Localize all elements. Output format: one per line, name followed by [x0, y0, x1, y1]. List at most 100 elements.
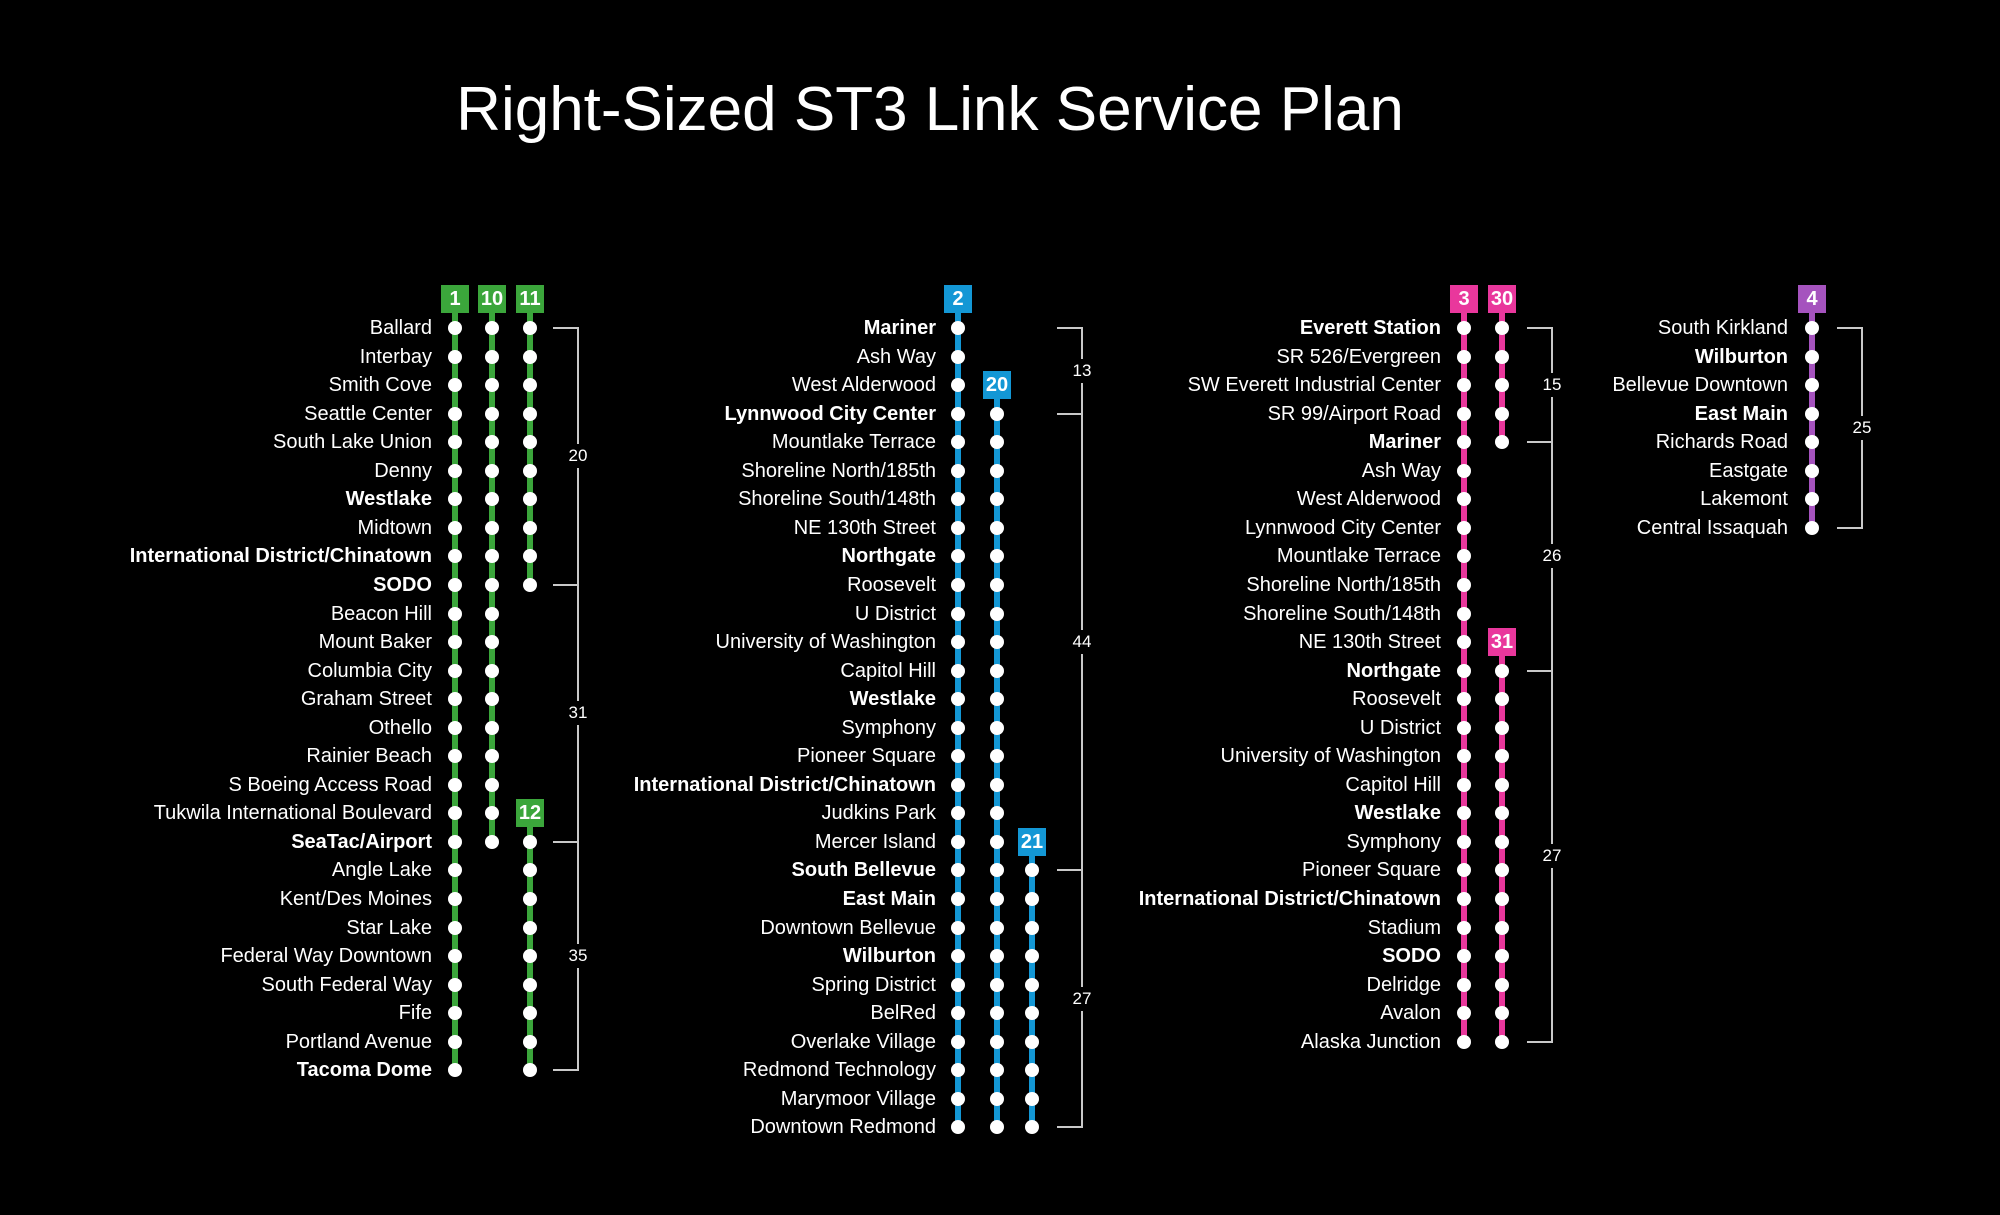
station-label-pink: Pioneer Square — [1302, 859, 1441, 882]
line-badge-21: 21 — [1018, 827, 1046, 856]
station-label-blue: Symphony — [841, 716, 937, 739]
station-label-blue: Shoreline North/185th — [741, 459, 936, 482]
station-label-pink: Roosevelt — [1352, 688, 1441, 711]
station-dot-green — [523, 435, 537, 450]
station-dot-blue — [951, 977, 965, 992]
bracket-tick-purple — [1837, 327, 1863, 329]
station-dot-pink — [1457, 720, 1471, 735]
station-dot-pink — [1495, 349, 1509, 364]
station-dot-green — [485, 834, 499, 849]
station-label-blue: Westlake — [849, 688, 936, 711]
station-label-pink: Delridge — [1366, 973, 1441, 996]
station-label-green: SeaTac/Airport — [291, 830, 432, 853]
station-label-blue: Downtown Redmond — [750, 1116, 936, 1139]
line-badge-4: 4 — [1798, 285, 1826, 314]
station-dot-pink — [1495, 378, 1509, 393]
station-dot-green — [448, 834, 462, 849]
station-dot-green — [448, 663, 462, 678]
station-label-blue: Capitol Hill — [840, 659, 936, 682]
station-dot-purple — [1805, 492, 1819, 507]
station-dot-green — [485, 549, 499, 564]
station-dot-green — [448, 892, 462, 906]
station-label-pink: SR 526/Evergreen — [1276, 345, 1441, 368]
station-label-blue: Judkins Park — [821, 802, 937, 825]
station-dot-blue — [951, 720, 965, 735]
station-dot-blue — [951, 1034, 965, 1049]
station-label-green: Smith Cove — [328, 374, 432, 397]
station-dot-pink — [1495, 321, 1509, 335]
station-dot-blue — [1025, 1034, 1039, 1049]
station-label-blue: Roosevelt — [847, 573, 936, 596]
station-dot-blue — [990, 406, 1004, 421]
bracket-tick-pink — [1527, 1040, 1553, 1043]
station-dot-green — [448, 1063, 462, 1078]
station-label-green: International District/Chinatown — [129, 545, 432, 568]
station-dot-green — [448, 720, 462, 735]
station-dot-green — [448, 463, 462, 478]
station-dot-pink — [1457, 492, 1471, 507]
station-label-pink: SR 99/Airport Road — [1267, 402, 1441, 425]
station-dot-purple — [1805, 321, 1819, 335]
station-label-green: South Federal Way — [261, 973, 432, 996]
station-label-blue: Mountlake Terrace — [771, 431, 936, 454]
station-dot-purple — [1805, 463, 1819, 478]
station-dot-blue — [990, 834, 1004, 849]
station-label-green: Seattle Center — [304, 402, 432, 425]
station-dot-green — [448, 977, 462, 992]
station-dot-blue — [1025, 977, 1039, 992]
bracket-line-green — [577, 328, 579, 1071]
station-label-pink: Mariner — [1368, 431, 1441, 454]
station-dot-pink — [1457, 692, 1471, 707]
station-label-pink: SW Everett Industrial Center — [1187, 374, 1441, 397]
station-dot-blue — [990, 806, 1004, 821]
station-dot-blue — [990, 863, 1004, 878]
station-dot-purple — [1805, 406, 1819, 421]
route-line-2 — [955, 299, 961, 1128]
station-dot-green — [448, 606, 462, 621]
station-dot-green — [523, 349, 537, 364]
station-dot-green — [523, 321, 537, 335]
station-dot-blue — [1025, 1006, 1039, 1021]
station-dot-blue — [951, 321, 965, 335]
station-label-purple: South Kirkland — [1657, 317, 1788, 339]
page-title: Right-Sized ST3 Link Service Plan — [456, 75, 1404, 144]
station-label-pink: SODO — [1382, 945, 1441, 968]
bracket-label-purple: 25 — [1840, 415, 1884, 440]
station-dot-green — [485, 635, 499, 650]
station-dot-blue — [1025, 1063, 1039, 1078]
station-label-pink: Symphony — [1346, 830, 1442, 853]
station-dot-green — [448, 549, 462, 564]
station-dot-green — [448, 406, 462, 421]
station-label-green: Denny — [374, 459, 432, 482]
bracket-label-blue: 13 — [1060, 358, 1104, 383]
line-badge-12: 12 — [516, 799, 544, 828]
station-label-blue: NE 130th Street — [793, 516, 936, 539]
station-dot-green — [485, 378, 499, 393]
station-dot-pink — [1457, 406, 1471, 421]
station-dot-green — [485, 749, 499, 764]
station-dot-pink — [1495, 949, 1509, 964]
station-dot-green — [523, 378, 537, 393]
station-label-blue: International District/Chinatown — [633, 773, 936, 796]
station-label-blue: Spring District — [811, 973, 936, 996]
station-dot-blue — [951, 892, 965, 906]
station-dot-pink — [1495, 720, 1509, 735]
station-dot-green — [448, 863, 462, 878]
bracket-label-green: 31 — [556, 701, 600, 726]
station-label-blue: Wilburton — [842, 945, 936, 968]
station-label-green: Mount Baker — [318, 631, 432, 654]
station-dot-blue — [1025, 920, 1039, 935]
station-label-blue: Northgate — [841, 545, 936, 568]
station-dot-pink — [1457, 635, 1471, 650]
line-badge-1: 1 — [441, 285, 469, 314]
station-label-green: Interbay — [359, 345, 432, 368]
station-dot-green — [523, 549, 537, 564]
station-dot-blue — [990, 892, 1004, 906]
route-line-12 — [527, 813, 533, 1071]
station-dot-green — [523, 977, 537, 992]
station-dot-pink — [1495, 692, 1509, 707]
station-dot-green — [523, 406, 537, 421]
bracket-label-pink: 27 — [1530, 844, 1574, 869]
station-dot-green — [448, 777, 462, 792]
bracket-tick-pink — [1527, 327, 1553, 329]
